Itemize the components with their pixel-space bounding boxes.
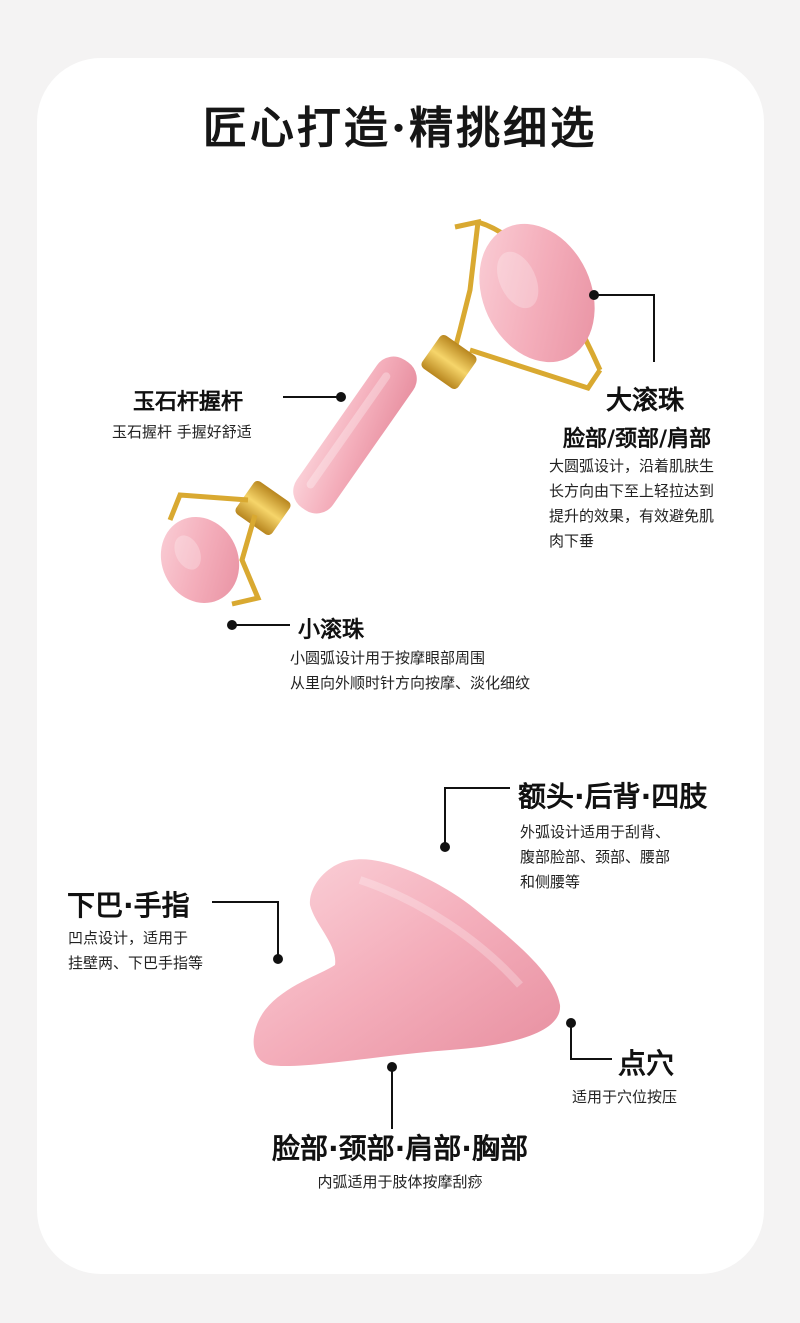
- acupoint-leader-line-v: [570, 1023, 572, 1060]
- face-neck-shoulder-chest-label: 脸部·颈部·肩部·胸部: [272, 1132, 528, 1165]
- forehead-leader-line-h: [444, 787, 510, 789]
- chin-leader-line-v: [277, 901, 279, 958]
- forehead-leader-dot: [440, 842, 450, 852]
- face-description: 内弧适用于肢体按摩刮痧: [317, 1173, 483, 1191]
- handle-description: 玉石握杆 手握好舒适: [112, 423, 252, 441]
- forehead-back-limbs-label: 额头·后背·四肢: [518, 780, 708, 813]
- big-roller-desc-line: 大圆弧设计，沿着肌肤生: [549, 457, 715, 475]
- acupoint-leader-line-h: [570, 1058, 612, 1060]
- page-title: 匠心打造·精挑细选: [202, 103, 598, 154]
- big-roller-desc-line: 提升的效果，有效避免肌: [549, 507, 715, 525]
- content-card: [37, 58, 764, 1274]
- small-roller-desc-line: 小圆弧设计用于按摩眼部周围: [290, 649, 486, 667]
- big-roller-leader-line-v: [653, 294, 655, 362]
- chin-fingers-label: 下巴·手指: [67, 889, 190, 922]
- gua-sha-board-image: [253, 859, 561, 1067]
- face-leader-line: [391, 1067, 393, 1129]
- big-roller-label: 大滚珠: [606, 386, 685, 416]
- handle-label: 玉石杆握杆: [133, 390, 244, 415]
- chin-desc-line: 挂壁两、下巴手指等: [68, 954, 204, 972]
- chin-leader-line-h: [212, 901, 279, 903]
- big-roller-desc-line: 肉下垂: [549, 532, 595, 550]
- small-roller-desc-line: 从里向外顺时针方向按摩、淡化细纹: [290, 674, 531, 692]
- forehead-desc-line: 和侧腰等: [520, 873, 581, 891]
- big-roller-desc-line: 长方向由下至上轻拉达到: [549, 482, 715, 500]
- forehead-desc-line: 外弧设计适用于刮背、: [520, 823, 671, 841]
- big-roller-areas: 脸部/颈部/肩部: [563, 427, 712, 452]
- jade-roller-image: [160, 218, 603, 607]
- small-roller-label: 小滚珠: [298, 618, 365, 643]
- forehead-leader-line-v: [444, 787, 446, 845]
- forehead-desc-line: 腹部脸部、颈部、腰部: [520, 848, 671, 866]
- chin-desc-line: 凹点设计，适用于: [68, 929, 189, 947]
- small-roller-leader-line: [232, 624, 290, 626]
- handle-leader-dot: [336, 392, 346, 402]
- chin-leader-dot: [273, 954, 283, 964]
- handle-leader-line: [283, 396, 340, 398]
- big-roller-leader-line-h: [594, 294, 655, 296]
- acupoint-description: 适用于穴位按压: [572, 1088, 678, 1106]
- acupoint-label: 点穴: [618, 1047, 675, 1080]
